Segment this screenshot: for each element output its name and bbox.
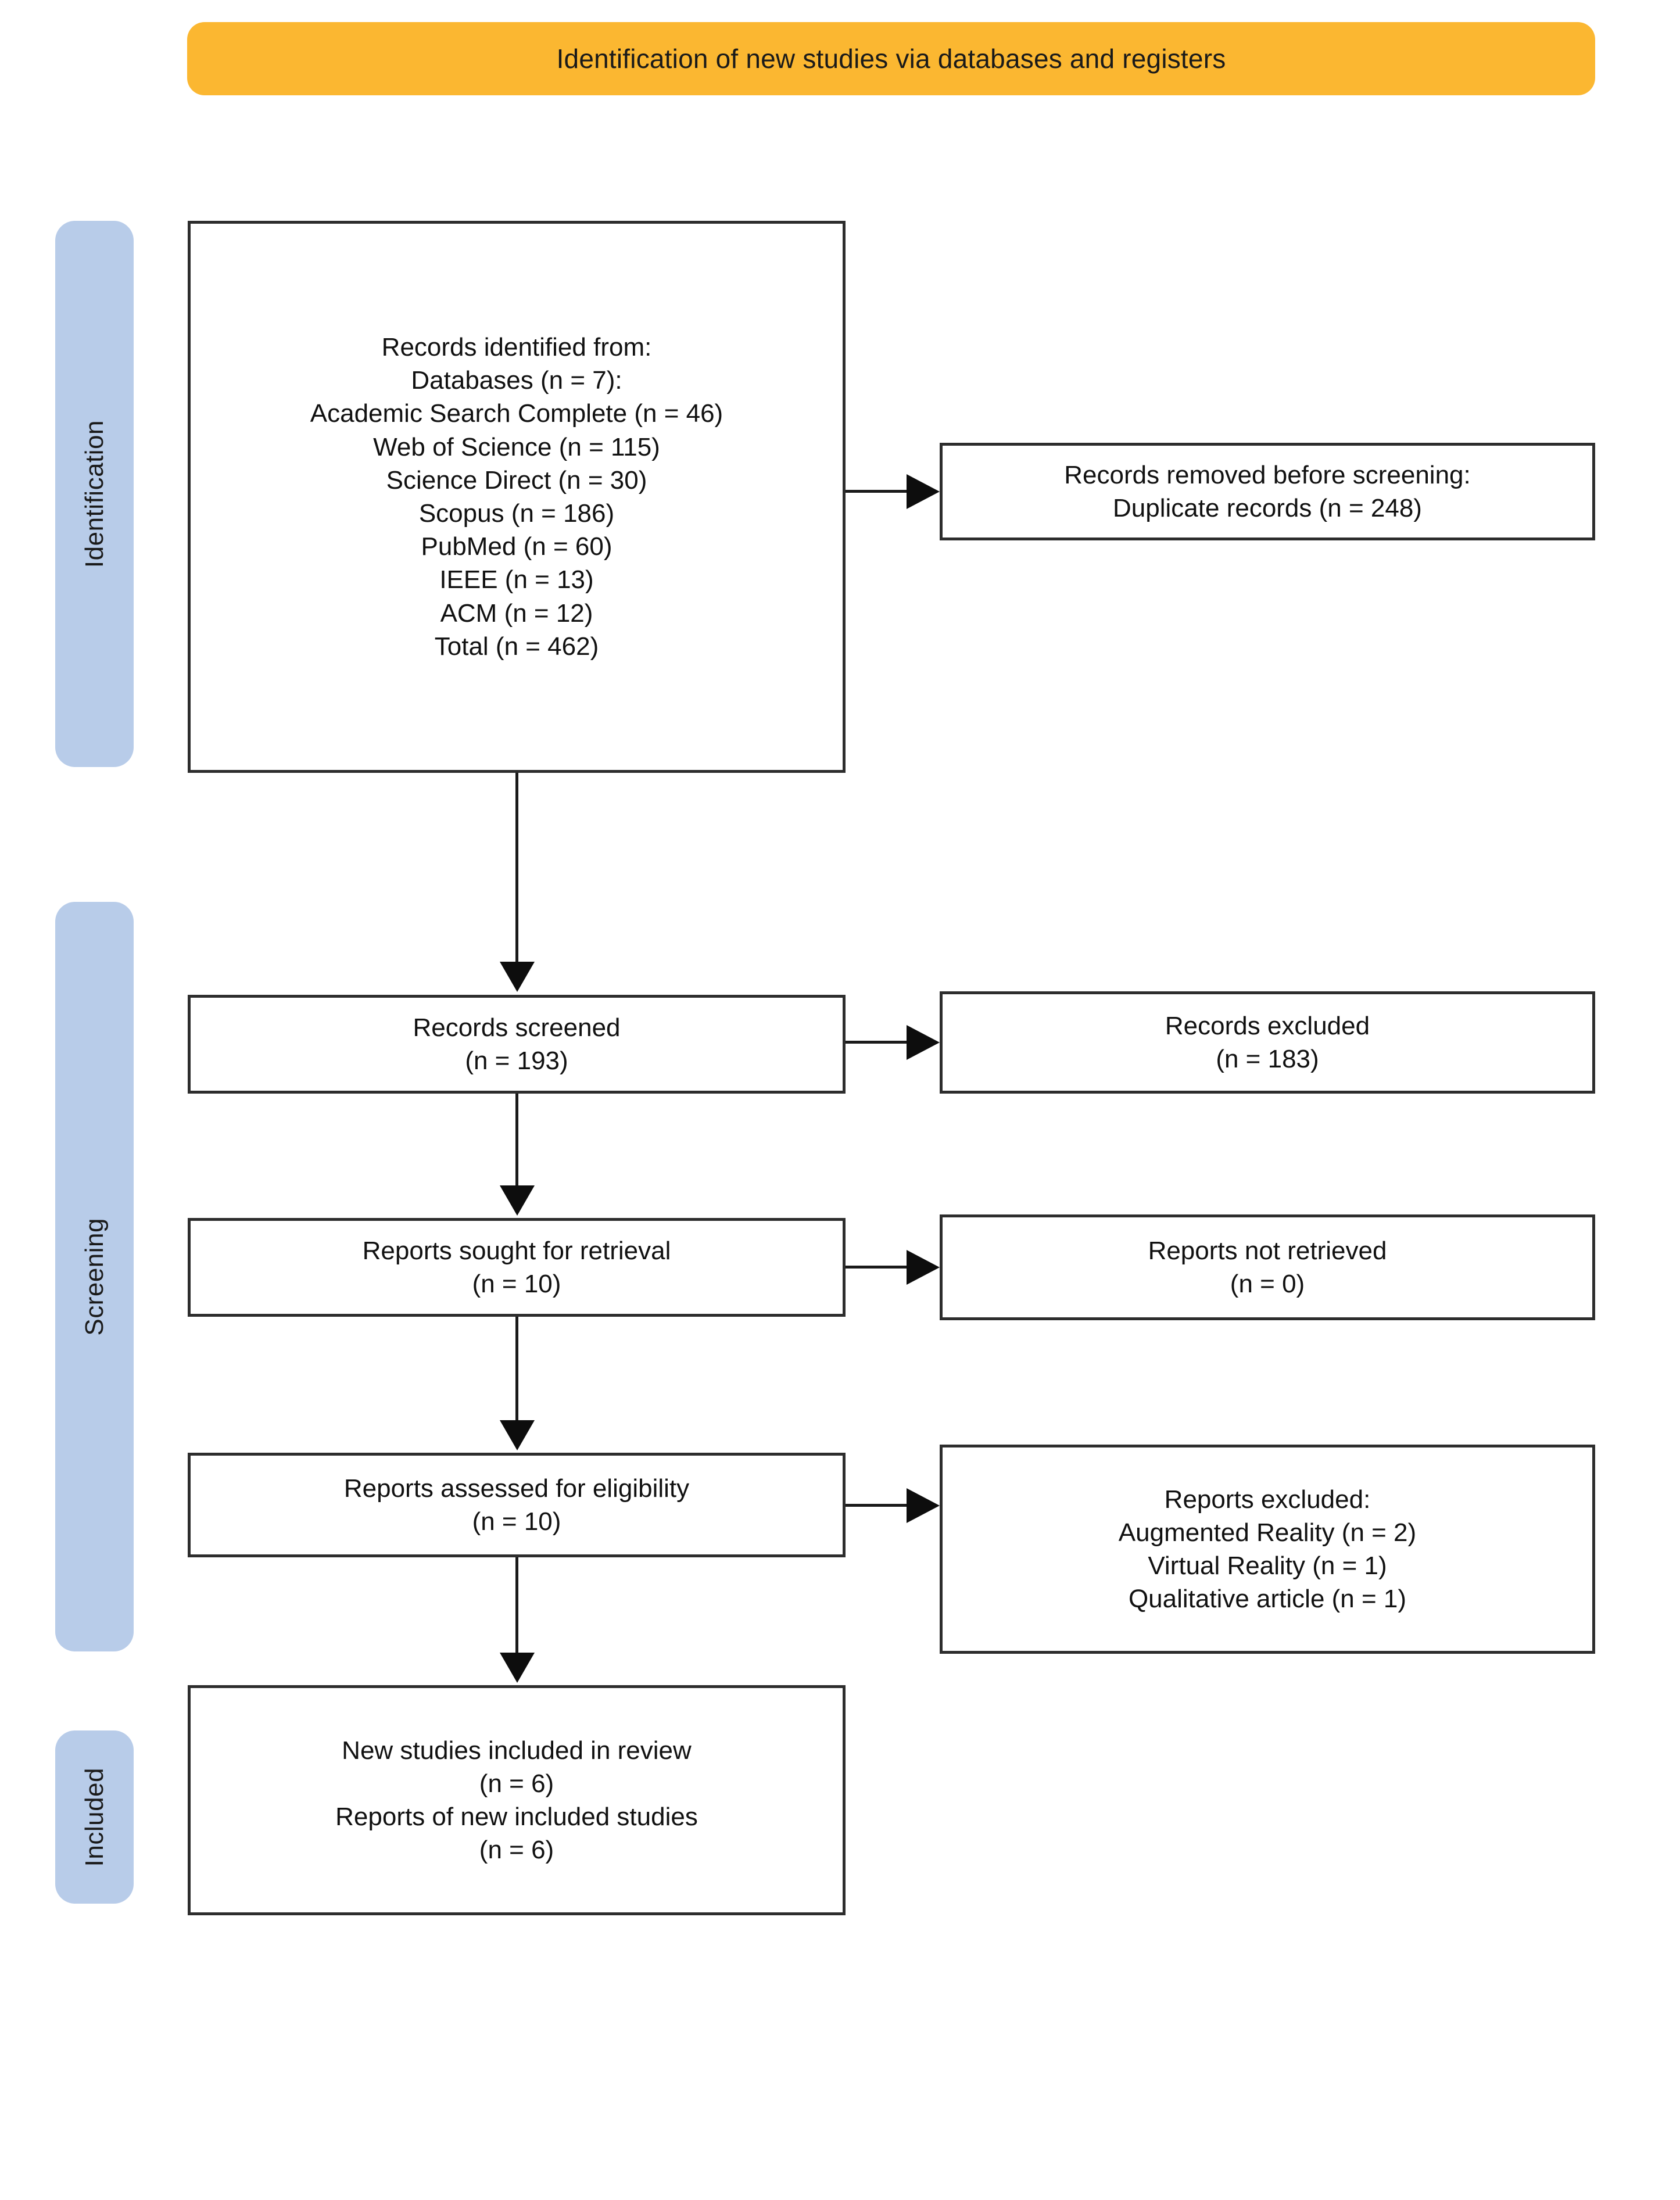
box-line: Records removed before screening:: [1064, 460, 1471, 489]
box-line: IEEE (n = 13): [439, 565, 594, 594]
box-line: (n = 183): [1216, 1045, 1319, 1073]
box-line: Scopus (n = 186): [418, 499, 615, 528]
box-line: Total (n = 462): [434, 632, 599, 661]
box-records-excluded: Records excluded (n = 183): [940, 991, 1595, 1094]
connector-sought-to-assessed: [515, 1317, 518, 1421]
stage-label-included: Included: [80, 1767, 109, 1867]
stage-pill-identification: Identification: [55, 221, 134, 767]
box-reports-assessed: Reports assessed for eligibility (n = 10…: [188, 1453, 846, 1557]
stage-label-screening: Screening: [80, 1217, 109, 1336]
box-line: Virtual Reality (n = 1): [1148, 1552, 1387, 1580]
box-line: (n = 0): [1230, 1270, 1305, 1298]
connector-sought-to-not-retrieved: [846, 1266, 909, 1269]
box-line: Databases (n = 7):: [411, 366, 622, 395]
box-line: Academic Search Complete (n = 46): [310, 399, 723, 428]
box-line: Records screened: [413, 1013, 621, 1042]
arrowhead-right-icon: [907, 474, 940, 509]
box-line: Augmented Reality (n = 2): [1118, 1518, 1417, 1547]
box-line: (n = 10): [472, 1270, 561, 1298]
connector-identified-to-removed: [846, 490, 909, 493]
box-reports-not-retrieved: Reports not retrieved (n = 0): [940, 1214, 1595, 1320]
stage-pill-screening: Screening: [55, 902, 134, 1651]
box-reports-excluded: Reports excluded: Augmented Reality (n =…: [940, 1445, 1595, 1654]
box-line: Reports excluded:: [1164, 1485, 1371, 1514]
box-line: (n = 6): [479, 1836, 554, 1865]
box-line: Records excluded: [1165, 1011, 1370, 1040]
arrowhead-right-icon: [907, 1250, 940, 1285]
connector-assessed-to-reports-excluded: [846, 1504, 909, 1507]
stage-pill-included: Included: [55, 1730, 134, 1904]
box-line: ACM (n = 12): [440, 599, 593, 628]
box-line: Science Direct (n = 30): [386, 465, 647, 495]
arrowhead-down-icon: [500, 1653, 535, 1683]
box-line: Reports assessed for eligibility: [343, 1474, 690, 1503]
connector-assessed-to-included: [515, 1557, 518, 1654]
box-line: Reports sought for retrieval: [362, 1236, 671, 1265]
diagram-header-banner: Identification of new studies via databa…: [187, 22, 1595, 95]
box-line: (n = 10): [472, 1507, 561, 1536]
arrowhead-right-icon: [907, 1488, 940, 1523]
box-line: Reports of new included studies: [335, 1803, 698, 1831]
box-records-identified: Records identified from: Databases (n = …: [188, 221, 846, 773]
stage-label-identification: Identification: [80, 420, 109, 568]
box-line: Qualitative article (n = 1): [1128, 1585, 1407, 1614]
box-line: (n = 193): [465, 1047, 568, 1075]
arrowhead-down-icon: [500, 1185, 535, 1216]
connector-screened-to-sought: [515, 1094, 518, 1187]
arrowhead-down-icon: [500, 1420, 535, 1450]
box-line: Duplicate records (n = 248): [1113, 494, 1422, 522]
box-line: Web of Science (n = 115): [373, 432, 660, 461]
box-line: New studies included in review: [342, 1736, 692, 1765]
connector-screened-to-excluded: [846, 1041, 909, 1044]
box-records-removed: Records removed before screening: Duplic…: [940, 443, 1595, 540]
box-line: (n = 6): [479, 1769, 554, 1798]
connector-identified-to-screened: [515, 773, 518, 965]
box-line: Reports not retrieved: [1148, 1236, 1387, 1265]
box-reports-sought: Reports sought for retrieval (n = 10): [188, 1218, 846, 1317]
arrowhead-down-icon: [500, 962, 535, 992]
diagram-title: Identification of new studies via databa…: [556, 44, 1226, 74]
box-new-studies-included: New studies included in review (n = 6) R…: [188, 1685, 846, 1915]
box-line: Records identified from:: [381, 333, 652, 362]
box-line: PubMed (n = 60): [421, 532, 612, 561]
arrowhead-right-icon: [907, 1025, 940, 1060]
box-records-screened: Records screened (n = 193): [188, 995, 846, 1094]
